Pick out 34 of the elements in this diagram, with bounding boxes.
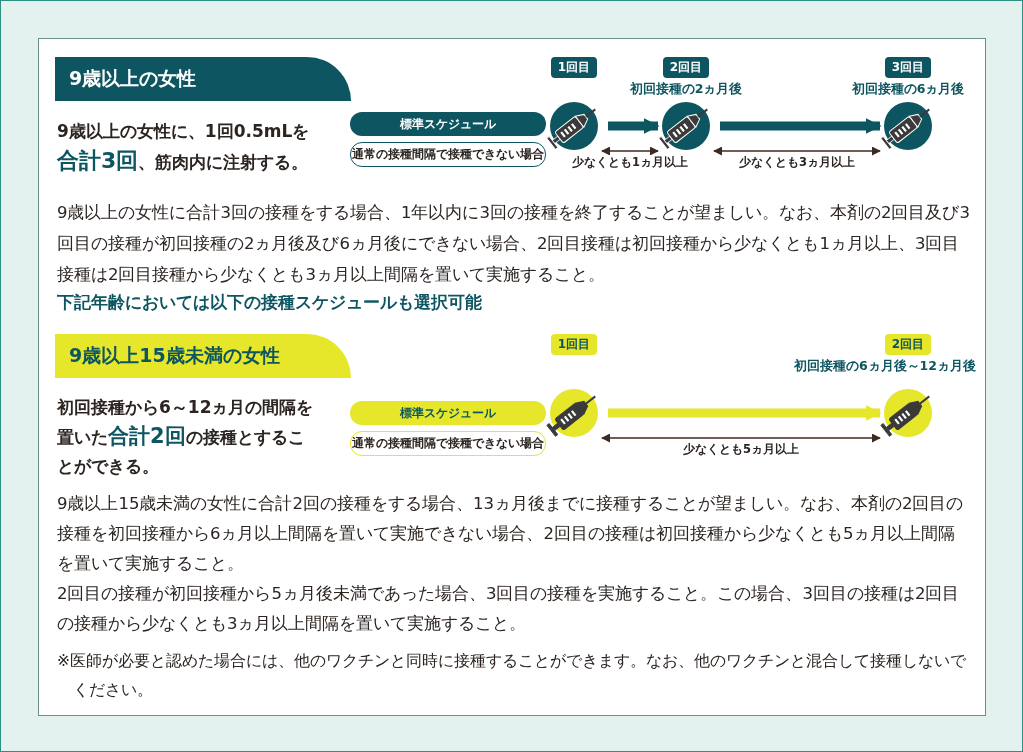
double-arrow bbox=[713, 146, 881, 156]
interval-label: 少なくとも3ヵ月以上 bbox=[736, 155, 858, 170]
double-arrow bbox=[601, 146, 659, 156]
schedule-pill bbox=[350, 401, 546, 425]
alternate-schedule-label: 通常の接種間隔で接種できない場合 bbox=[352, 435, 544, 452]
arrow bbox=[720, 118, 882, 134]
dose-number-badge: 1回目 bbox=[550, 334, 598, 355]
timing-caption: 初回接種の2ヵ月後 bbox=[629, 81, 743, 97]
section-heading-band bbox=[55, 334, 351, 378]
dosage-summary: 初回接種から6～12ヵ月の間隔を置いた合計2回の接種とすることができる。 bbox=[57, 396, 315, 478]
arrow bbox=[608, 118, 660, 134]
schedule-label: 標準スケジュール bbox=[400, 115, 496, 133]
section-heading: 9歳以上15歳未満の女性 bbox=[69, 343, 280, 368]
section-heading-band bbox=[55, 57, 351, 101]
dose-number-badge: 2回目 bbox=[884, 334, 932, 355]
dose-number-badge: 3回目 bbox=[884, 57, 932, 78]
schedule-pill bbox=[350, 112, 546, 136]
footnote: ※医師が必要と認めた場合には、他のワクチンと同時に接種することができます。なお、他のワクチンと混合して接種しないでください。 bbox=[57, 651, 967, 701]
interval-label: 少なくとも5ヵ月以上 bbox=[680, 442, 802, 457]
section-heading: 9歳以上の女性 bbox=[69, 66, 197, 91]
interval-label: 少なくとも1ヵ月以上 bbox=[569, 155, 691, 170]
subheading: 下記年齢においては以下の接種スケジュールも選択可能 bbox=[57, 292, 483, 314]
double-arrow bbox=[601, 433, 881, 443]
timing-caption: 初回接種の6ヵ月後～12ヵ月後 bbox=[793, 358, 976, 374]
alternate-schedule-label: 通常の接種間隔で接種できない場合 bbox=[352, 146, 544, 163]
dosage-summary: 9歳以上の女性に、1回0.5mLを合計3回、筋肉内に注射する。 bbox=[57, 120, 311, 175]
dose-number-badge: 2回目 bbox=[662, 57, 710, 78]
schedule-description: 9歳以上15歳未満の女性に合計2回の接種をする場合、13ヵ月後までに接種することが望ましい。なお、本剤の2回目の接種を初回接種から6ヵ月以上間隔を置いて実施できない場合、2回目の接種は初回接種から少なくとも5ヵ月以上間隔を置いて実施すること。 bbox=[57, 493, 965, 575]
timing-caption: 初回接種の6ヵ月後 bbox=[851, 81, 965, 97]
schedule-description: 9歳以上の女性に合計3回の接種をする場合、1年以内に3回の接種を終了することが望ましい。なお、本剤の2回目及び3回目の接種が初回接種の2ヵ月後及び6ヵ月後にできない場合、2回目接種は初回接種から少なくとも1ヵ月以上、3回目接種は2回目接種から少なくとも3ヵ月以上間隔を置いて実施すること。 bbox=[57, 202, 971, 286]
schedule-description: 2回目の接種が初回接種から5ヵ月後未満であった場合、3回目の接種を実施すること。この場合、3回目の接種は2回目の接種から少なくとも3ヵ月以上間隔を置いて実施すること。 bbox=[57, 583, 961, 635]
schedule-label: 標準スケジュール bbox=[400, 404, 496, 422]
dose-number-badge: 1回目 bbox=[550, 57, 598, 78]
arrow bbox=[608, 405, 882, 421]
